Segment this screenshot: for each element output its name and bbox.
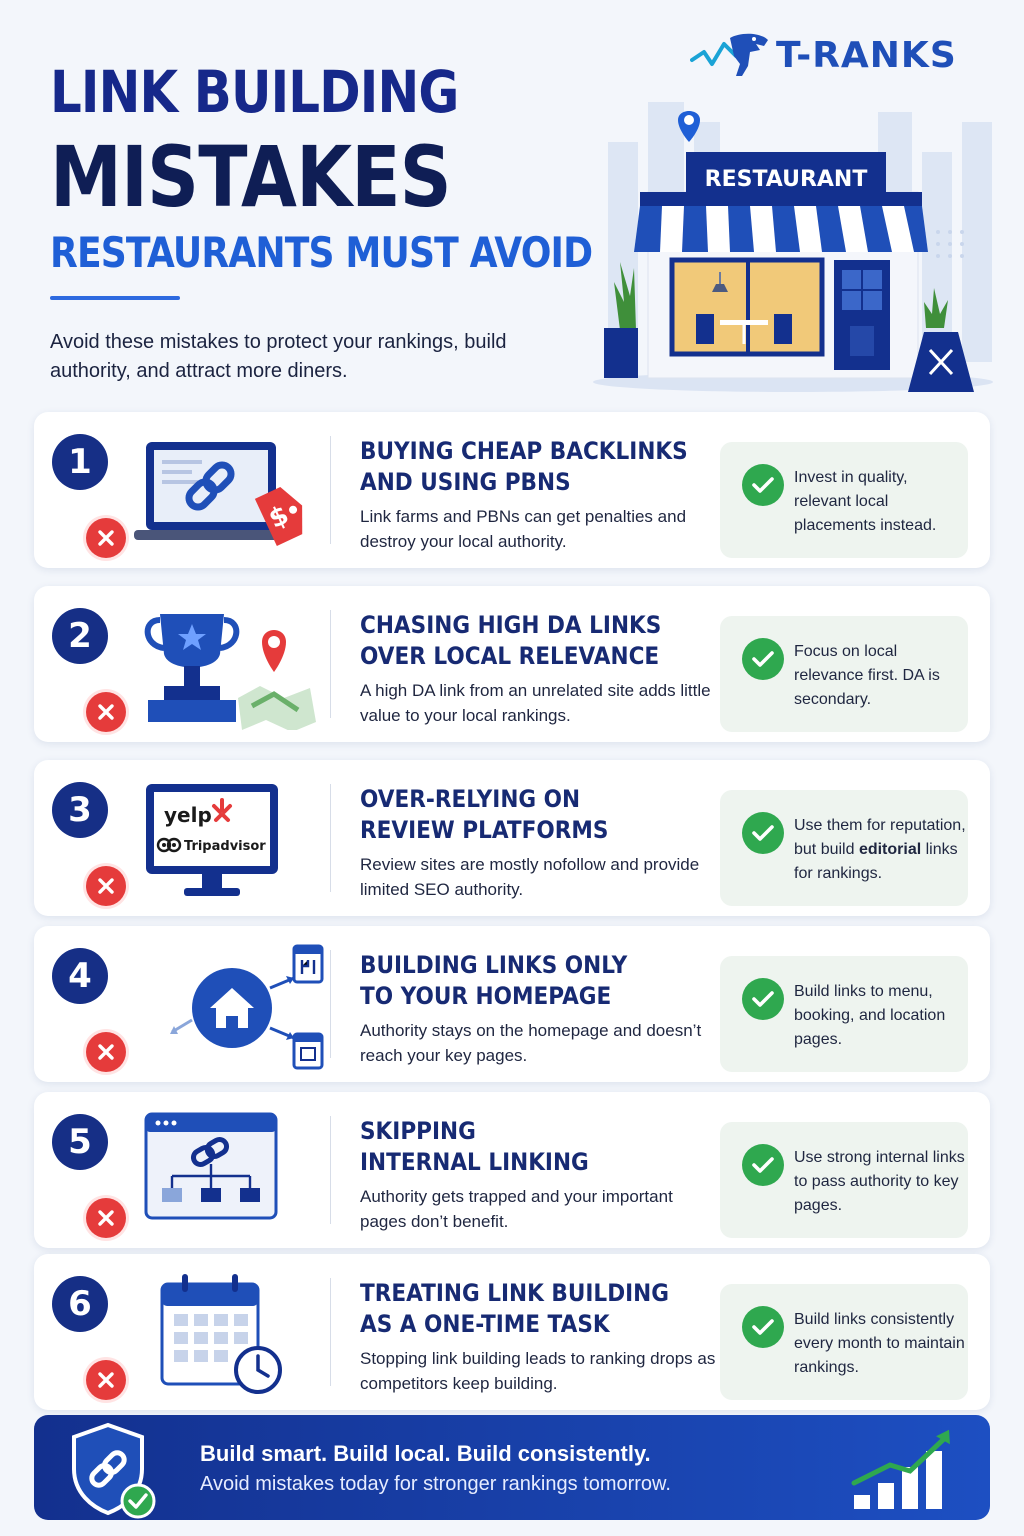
mistake-card-3: 3 yelp Tripadvisor OVER-RELYING ON RE bbox=[34, 760, 990, 916]
footer-subline: Avoid mistakes today for stronger rankin… bbox=[200, 1473, 671, 1495]
restaurant-storefront-illustration: RESTAURANT bbox=[593, 102, 993, 392]
t-rex-logo-icon bbox=[690, 33, 768, 76]
error-x-icon bbox=[86, 1198, 126, 1238]
mistake-number: 5 bbox=[52, 1114, 108, 1170]
brand-name: T-RANKS bbox=[776, 34, 957, 76]
mistake-description: Authority gets trapped and your importan… bbox=[360, 1187, 673, 1231]
footer-banner: Build smart. Build local. Build consiste… bbox=[34, 1415, 990, 1520]
card-divider bbox=[330, 950, 331, 1058]
laptop-link-price-tag-icon: $ bbox=[134, 442, 303, 547]
fix-text: Invest in quality, relevant local placem… bbox=[794, 469, 937, 534]
fix-text: Use them for reputation, but build edito… bbox=[794, 814, 966, 886]
mistake-number: 1 bbox=[52, 434, 108, 490]
mistake-title: CHASING HIGH DA LINKS OVER LOCAL RELEVAN… bbox=[360, 611, 662, 670]
title-line-1: LINK BUILDING bbox=[50, 58, 459, 126]
error-x-icon bbox=[86, 518, 126, 558]
mistake-description: A high DA link from an unrelated site ad… bbox=[360, 681, 711, 725]
site-structure-icon bbox=[144, 1112, 278, 1220]
mistake-number: 3 bbox=[52, 782, 108, 838]
mistake-description: Link farms and PBNs can get penalties an… bbox=[360, 507, 687, 551]
mistake-number: 2 bbox=[52, 608, 108, 664]
mistake-title: OVER-RELYING ON REVIEW PLATFORMS bbox=[360, 785, 609, 844]
homepage-arrows-icon bbox=[170, 944, 324, 1070]
mistake-title: BUYING CHEAP BACKLINKS AND USING PBNS bbox=[360, 437, 688, 496]
checkmark-icon bbox=[742, 978, 784, 1020]
error-x-icon bbox=[86, 866, 126, 906]
fix-text: Use strong internal links to pass author… bbox=[794, 1149, 965, 1214]
checkmark-icon bbox=[742, 464, 784, 506]
mistake-number: 6 bbox=[52, 1276, 108, 1332]
restaurant-sign: RESTAURANT bbox=[705, 167, 868, 192]
shield-link-icon bbox=[72, 1422, 156, 1519]
card-divider bbox=[330, 1278, 331, 1386]
tripadvisor-label: Tripadvisor bbox=[184, 839, 266, 854]
fix-tip: Use them for reputation, but build edito… bbox=[720, 790, 968, 906]
intro-text: Avoid these mistakes to protect your ran… bbox=[50, 331, 507, 382]
checkmark-icon bbox=[742, 812, 784, 854]
mistake-description: Authority stays on the homepage and does… bbox=[360, 1021, 702, 1065]
fix-text: Build links to menu, booking, and locati… bbox=[794, 983, 946, 1048]
title-line-3: RESTAURANTS MUST AVOID bbox=[50, 228, 593, 277]
title-line-2: MISTAKES bbox=[50, 128, 452, 226]
fix-tip: Focus on local relevance first. DA is se… bbox=[720, 616, 968, 732]
calendar-clock-icon bbox=[160, 1274, 282, 1394]
trophy-map-pin-icon bbox=[144, 614, 316, 730]
monitor-review-sites-icon: yelp Tripadvisor bbox=[146, 784, 278, 896]
mistake-card-6: 6 TREATING LINK BUILDING AS A ONE-TIME T… bbox=[34, 1254, 990, 1410]
fix-tip: Build links consistently every month to … bbox=[720, 1284, 968, 1400]
mistake-title: SKIPPING INTERNAL LINKING bbox=[360, 1117, 589, 1176]
mistake-number: 4 bbox=[52, 948, 108, 1004]
fix-text-part: Use them for reputation, but build bbox=[794, 817, 966, 858]
fix-text-bold: editorial bbox=[858, 841, 922, 858]
mistake-card-5: 5 SKIPPING INTERNAL LINKING Authority ge… bbox=[34, 1092, 990, 1248]
fix-text: Focus on local relevance first. DA is se… bbox=[794, 643, 940, 708]
checkmark-icon bbox=[742, 1306, 784, 1348]
mistake-card-2: 2 CHASING HIGH DA LINKS OVER LOCAL RELEV… bbox=[34, 586, 990, 742]
card-divider bbox=[330, 610, 331, 718]
error-x-icon bbox=[86, 1032, 126, 1072]
mistake-card-1: 1 $ BUYING CHEAP BACKLINKS AND USING PBN… bbox=[34, 412, 990, 568]
fix-tip: Build links to menu, booking, and locati… bbox=[720, 956, 968, 1072]
checkmark-icon bbox=[742, 638, 784, 680]
footer-headline: Build smart. Build local. Build consiste… bbox=[200, 1441, 651, 1466]
fix-text-part: links for rankings. bbox=[794, 841, 958, 882]
growth-chart-icon bbox=[851, 1429, 950, 1509]
fix-tip: Use strong internal links to pass author… bbox=[720, 1122, 968, 1238]
mistake-description: Stopping link building leads to ranking … bbox=[360, 1349, 716, 1393]
yelp-label: yelp bbox=[164, 803, 212, 827]
error-x-icon bbox=[86, 1360, 126, 1400]
card-divider bbox=[330, 436, 331, 544]
mistake-description: Review sites are mostly nofollow and pro… bbox=[360, 855, 700, 899]
title-underline bbox=[50, 296, 180, 300]
checkmark-icon bbox=[742, 1144, 784, 1186]
mistake-title: BUILDING LINKS ONLY TO YOUR HOMEPAGE bbox=[360, 951, 628, 1010]
fix-text: Build links consistently every month to … bbox=[794, 1311, 965, 1376]
fix-tip: Invest in quality, relevant local placem… bbox=[720, 442, 968, 558]
card-divider bbox=[330, 784, 331, 892]
card-divider bbox=[330, 1116, 331, 1224]
mistake-title: TREATING LINK BUILDING AS A ONE-TIME TAS… bbox=[360, 1279, 669, 1338]
error-x-icon bbox=[86, 692, 126, 732]
mistake-card-4: 4 BUILDING LINKS ONLY TO YOUR HOMEPAGE A… bbox=[34, 926, 990, 1082]
brand-logo: T-RANKS bbox=[690, 30, 957, 80]
